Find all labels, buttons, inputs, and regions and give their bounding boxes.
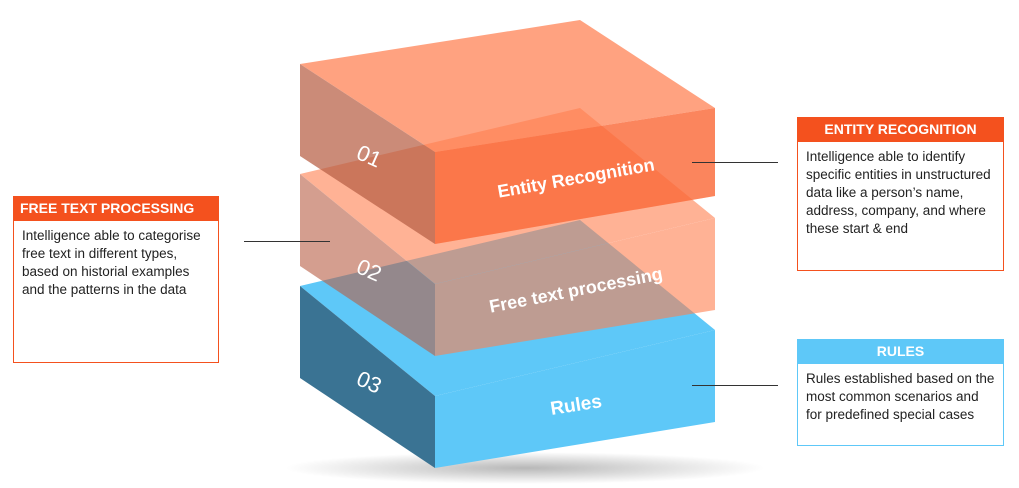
layer-entity-top xyxy=(300,20,715,152)
layer-rules-left xyxy=(300,286,435,468)
leader-line-free-text xyxy=(244,241,330,242)
callout-title: FREE TEXT PROCESSING xyxy=(13,196,219,221)
layer-entity-front-tint xyxy=(435,108,715,244)
layer-entity-front xyxy=(435,108,715,244)
callout-rules: RULES Rules established based on the mos… xyxy=(797,339,1004,446)
layer-rules-front xyxy=(435,330,715,468)
callout-title: ENTITY RECOGNITION xyxy=(797,117,1004,142)
leader-line-entity xyxy=(692,162,778,163)
callout-description: Intelligence able to categorise free tex… xyxy=(13,221,219,363)
callout-free-text-processing: FREE TEXT PROCESSING Intelligence able t… xyxy=(13,196,219,363)
layer-free-text-left xyxy=(300,174,435,356)
callout-entity-recognition: ENTITY RECOGNITION Intelligence able to … xyxy=(797,117,1004,271)
callout-description: Intelligence able to identify specific e… xyxy=(797,142,1004,271)
stack-shadow xyxy=(285,452,765,484)
callout-title: RULES xyxy=(797,339,1004,364)
layer-entity-recognition xyxy=(300,20,715,244)
leader-line-rules xyxy=(692,385,778,386)
layer-free-text-front xyxy=(435,218,715,356)
layer-entity-left xyxy=(300,64,435,244)
callout-description: Rules established based on the most comm… xyxy=(797,364,1004,446)
